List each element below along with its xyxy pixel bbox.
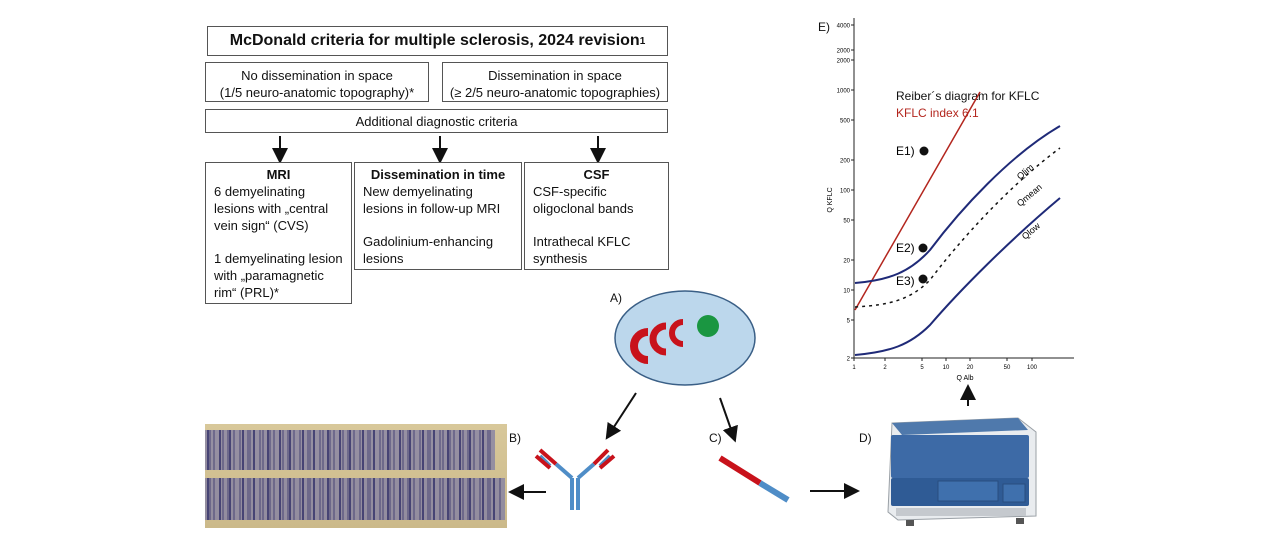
free-light-chain-blue <box>758 480 790 503</box>
antibody <box>534 448 616 510</box>
criteria-title: McDonald criteria for multiple sclerosis… <box>207 26 668 56</box>
dit-item-followup: New demyelinating lesions in follow-up M… <box>363 184 501 216</box>
x-tick-label: 5 <box>920 365 924 371</box>
mri-item-prl: 1 demyelinating lesion with „paramagneti… <box>214 251 343 300</box>
y-tick-label: 50 <box>843 219 850 225</box>
x-tick-label: 10 <box>943 365 950 371</box>
panel-label-c: C) <box>709 431 722 445</box>
y-tick-label: 500 <box>840 119 851 125</box>
x-tick-label: 50 <box>1004 365 1011 371</box>
panel-label-e: E) <box>818 20 830 34</box>
light-chain-2 <box>649 322 667 356</box>
y-axis-label: Q KFLC <box>827 187 834 212</box>
additional-criteria-text: Additional diagnostic criteria <box>355 114 518 129</box>
y-tick-label: 5 <box>847 319 851 325</box>
y-tick-label: 20 <box>843 259 850 265</box>
plasma-cell <box>614 290 756 386</box>
x-tick-label: 2 <box>883 365 887 371</box>
x-tick-label: 1 <box>852 365 856 371</box>
dit-heading: Dissemination in time <box>370 167 506 182</box>
arrow-to-chart <box>960 384 976 406</box>
csf-box: CSF CSF-specific oligoclonal bands Intra… <box>524 162 669 270</box>
y-tick-label: 2000 <box>837 59 851 65</box>
curve-qlim <box>854 125 1061 284</box>
x-tick-label: 100 <box>1027 365 1038 371</box>
mri-heading: MRI <box>266 167 291 182</box>
gel-electrophoresis <box>205 424 507 528</box>
point-label-e1: E1) <box>896 144 915 158</box>
csf-item-ocb: CSF-specific oligoclonal bands <box>533 184 634 216</box>
dit-box: Dissemination in time New demyelinating … <box>354 162 522 270</box>
dissemination-box: Dissemination in space (≥ 2/5 neuro-anat… <box>442 62 668 102</box>
csf-item-kflc: Intrathecal KFLC synthesis <box>533 234 631 266</box>
y-tick-label: 10 <box>843 289 850 295</box>
no-dissemination-line1: No dissemination in space <box>241 68 393 83</box>
illustration <box>205 290 860 528</box>
nucleus <box>697 315 719 337</box>
chart-title: Reiber´s diagram for KFLC <box>896 89 1040 103</box>
kflc-index-line <box>854 91 981 311</box>
y-tick-label: 4000 <box>837 24 851 30</box>
y-tick-label: 2000 <box>837 49 851 55</box>
curve-qmean <box>854 147 1061 308</box>
x-axis-label: Q Alb <box>956 375 973 382</box>
csf-heading: CSF <box>583 167 610 182</box>
dissemination-line2: (≥ 2/5 neuro-anatomic topographies) <box>449 85 661 100</box>
point-label-e2: E2) <box>896 241 915 255</box>
analyzer-device <box>887 417 1037 526</box>
no-dissemination-line2: (1/5 neuro-anatomic topography)* <box>219 85 415 100</box>
mri-item-cvs: 6 demyelinating lesions with „central ve… <box>214 184 329 233</box>
panel-label-d: D) <box>859 431 872 445</box>
y-tick-label: 200 <box>840 159 851 165</box>
point-label-e3: E3) <box>896 274 915 288</box>
y-tick-label: 2 <box>847 357 851 363</box>
point-e1 <box>919 146 929 156</box>
criteria-title-footnote: 1 <box>639 35 646 47</box>
light-chain-1 <box>630 328 649 364</box>
free-light-chain-red <box>718 455 762 486</box>
criteria-arrows <box>272 136 606 164</box>
dit-item-gadolinium: Gadolinium-enhancing lesions <box>363 234 494 266</box>
panel-label-a: A) <box>610 291 622 305</box>
arrow-cell-to-free-chain <box>719 397 738 443</box>
additional-criteria-box: Additional diagnostic criteria <box>205 109 668 133</box>
no-dissemination-box: No dissemination in space (1/5 neuro-ana… <box>205 62 429 102</box>
x-tick-label: 20 <box>967 365 974 371</box>
panel-label-b: B) <box>509 431 521 445</box>
point-e3 <box>918 274 928 284</box>
y-tick-label: 100 <box>840 189 851 195</box>
curve-qlow <box>854 197 1061 356</box>
dissemination-line1: Dissemination in space <box>488 68 622 83</box>
criteria-title-text: McDonald criteria for multiple sclerosis… <box>229 32 640 49</box>
mri-box: MRI 6 demyelinating lesions with „centra… <box>205 162 352 304</box>
light-chain-3 <box>669 319 684 347</box>
point-e2 <box>918 243 928 253</box>
y-tick-label: 1000 <box>837 89 851 95</box>
chart-subtitle: KFLC index 6.1 <box>896 106 979 120</box>
arrow-cell-to-antibody <box>605 392 637 440</box>
